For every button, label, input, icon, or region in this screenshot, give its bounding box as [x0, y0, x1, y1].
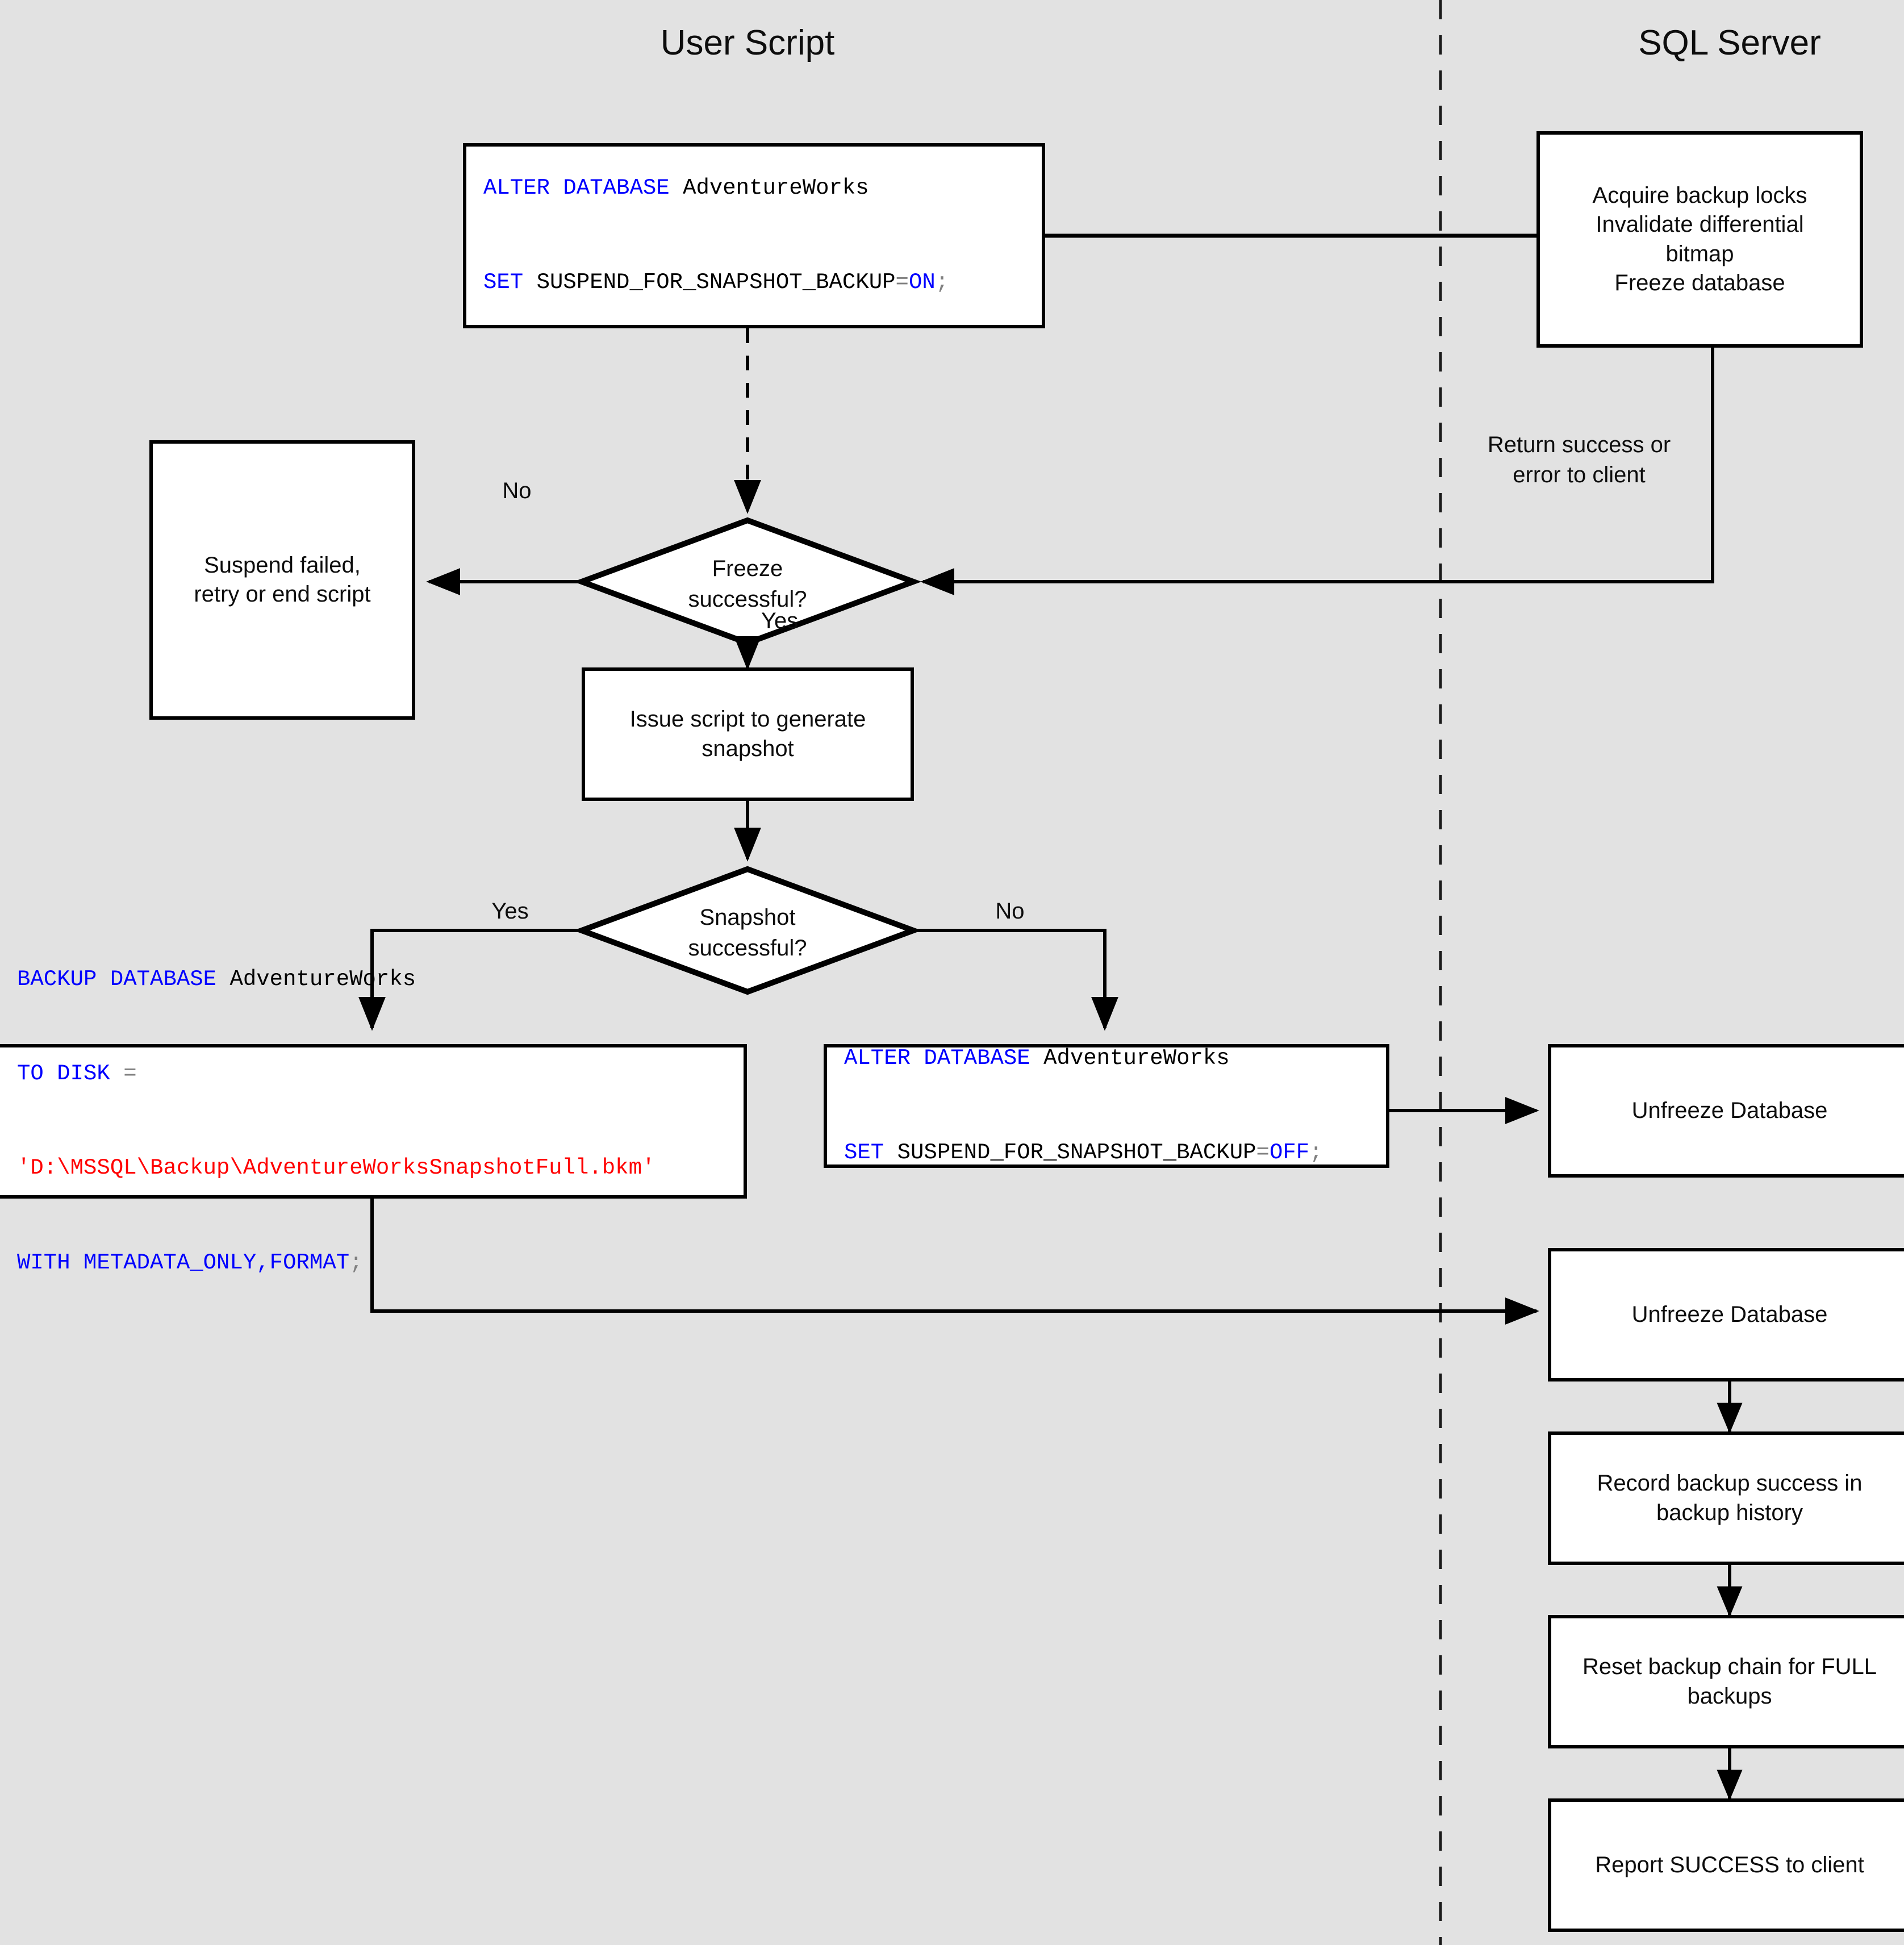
node-label: Unfreeze Database [1631, 1301, 1828, 1327]
edge-acquire-to-freeze [920, 348, 1714, 595]
code-content: ALTER DATABASE AdventureWorks SET SUSPEN… [844, 1046, 1323, 1166]
edge-label-freeze-yes: Yes [761, 608, 799, 633]
edge-snapshot-no [913, 929, 1118, 1031]
node-reset-backup-chain[interactable]: Reset backup chain for FULL backups [1548, 1615, 1904, 1748]
node-alter-database-on[interactable]: ALTER DATABASE AdventureWorks SET SUSPEN… [463, 143, 1045, 328]
node-suspend-failed[interactable]: Suspend failed, retry or end script [149, 440, 415, 720]
node-label: Suspend failed, retry or end script [194, 552, 371, 607]
node-label: Record backup success in backup history [1597, 1471, 1863, 1525]
snapshot-decision-shape [573, 866, 922, 995]
code-content: BACKUP DATABASE AdventureWorks TO DISK =… [17, 967, 655, 1275]
node-acquire-backup-locks[interactable]: Acquire backup locks Invalidate differen… [1536, 131, 1863, 348]
swimlane-title-user-script: User Script [660, 23, 835, 62]
node-label: Reset backup chain for FULL backups [1582, 1654, 1877, 1709]
node-label: Report SUCCESS to client [1595, 1852, 1864, 1877]
edge-label-freeze-no: No [502, 478, 532, 503]
node-backup-database[interactable]: BACKUP DATABASE AdventureWorks TO DISK =… [0, 967, 747, 1275]
node-label: Acquire backup locks Invalidate differen… [1592, 183, 1807, 295]
node-alter-database-off[interactable]: ALTER DATABASE AdventureWorks SET SUSPEN… [824, 1044, 1389, 1168]
node-unfreeze-database-2[interactable]: Unfreeze Database [1548, 1248, 1904, 1381]
node-issue-script[interactable]: Issue script to generate snapshot [582, 667, 914, 801]
node-record-backup-history[interactable]: Record backup success in backup history [1548, 1431, 1904, 1565]
node-label: Issue script to generate snapshot [629, 707, 866, 761]
code-content: ALTER DATABASE AdventureWorks SET SUSPEN… [483, 176, 949, 295]
edge-label-snapshot-yes: Yes [491, 899, 529, 924]
node-report-success[interactable]: Report SUCCESS to client [1548, 1798, 1904, 1932]
swimlane-title-sql-server: SQL Server [1638, 23, 1821, 62]
edge-snapshot-yes [358, 929, 582, 1031]
node-label: Unfreeze Database [1631, 1097, 1828, 1123]
edge-label-snapshot-no: No [995, 899, 1025, 924]
node-unfreeze-database-1[interactable]: Unfreeze Database [1548, 1044, 1904, 1178]
freeze-decision-shape [573, 517, 922, 646]
edge-backup-to-unfreeze2 [370, 1193, 1539, 1325]
